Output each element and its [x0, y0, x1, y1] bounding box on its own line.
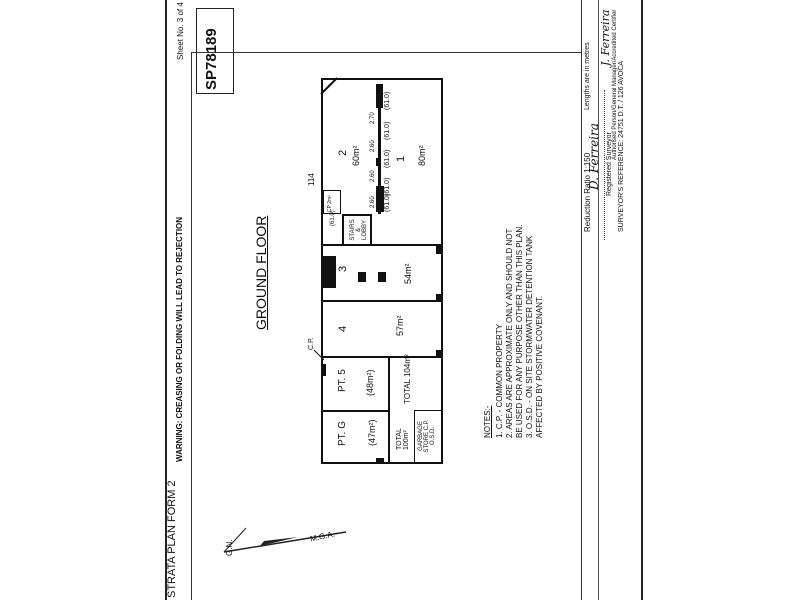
column [436, 246, 443, 254]
lot3-area: 54m² [403, 263, 413, 284]
lot1-number: 1 [395, 155, 407, 162]
cp-leader [313, 349, 325, 361]
height-3: (61.0) [384, 149, 391, 168]
column [376, 84, 383, 108]
plan-number: SP78189 [203, 28, 220, 90]
notes-heading: NOTES:- [483, 405, 492, 438]
column [376, 158, 381, 166]
stairs-lobby-label: STAIRS & LOBBY [350, 219, 368, 241]
height-1: (61.0) [384, 91, 391, 110]
dim-3: 2.60 [370, 170, 376, 182]
north-arrow [223, 527, 347, 553]
top-frame [191, 52, 581, 53]
note-3: 3. O.S.D. - ON SITE STORMWATER DETENTION… [525, 235, 534, 438]
sheet-number: Sheet No. 3 of 4 Sheets [176, 0, 185, 60]
lot4-number: 4 [337, 325, 349, 332]
lot6-total: TOTAL 100m² [396, 428, 410, 450]
sheet-border [165, 0, 643, 600]
garbage-store-label: GARBAGE STORE C.P. O.S.D. [418, 419, 436, 453]
grid-north-label: G.N. [225, 539, 234, 556]
lot1-area: 80m² [417, 145, 427, 166]
note-3b: AFFECTED BY POSITIVE COVENANT. [535, 295, 544, 438]
lot5-bottom [321, 410, 389, 412]
lots-12-bottom [321, 244, 443, 246]
lengths-note: Lengths are in metres [584, 42, 591, 110]
lot6-number: PT. G [337, 420, 348, 446]
lot5-number: PT. 5 [337, 369, 348, 392]
lot1-lot2-divider [378, 84, 381, 214]
column [436, 294, 443, 302]
inner-frame-left [191, 52, 192, 600]
authorised-title: Authorised Person/General Manager/Accred… [612, 9, 618, 160]
note-1: 1. C.P. - COMMON PROPERTY [495, 324, 504, 438]
lot3-number: 3 [337, 265, 349, 272]
form-title: STRATA PLAN FORM 2 [166, 480, 178, 598]
surveyor-signature: D. Ferreira [587, 123, 601, 190]
column [376, 186, 384, 212]
corner-chamfer [320, 77, 338, 95]
height-5: (61.0) [384, 193, 391, 212]
lot4-area: 57m² [395, 315, 405, 336]
lot6-area: (47m²) [367, 419, 377, 447]
note-2: 2. AREAS ARE APPROXIMATE ONLY AND SHOULD… [505, 228, 514, 438]
marker-114: 114 [307, 173, 316, 186]
column [376, 458, 384, 464]
cp-small-box [323, 190, 341, 214]
garbage-store-box [414, 410, 443, 464]
title-block-divider-2 [598, 0, 599, 600]
signature-line [604, 90, 605, 240]
lot2-area: 60m² [351, 145, 361, 166]
title-block-divider [581, 0, 582, 600]
column [323, 364, 326, 376]
column [436, 350, 443, 358]
stairs-lobby-box [342, 214, 372, 246]
lot4-bottom [321, 356, 443, 358]
column [358, 272, 366, 282]
authorised-signature: J. Ferreira [599, 9, 612, 66]
lot3-bottom [321, 300, 443, 302]
note-2b: BE USED FOR ANY PURPOSE OTHER THAN THIS … [515, 224, 524, 438]
column [323, 256, 336, 288]
surveyor-reference: SURVEYOR'S REFERENCE: 24751 D.T. / 126 A… [618, 60, 625, 232]
small-height: (61.0) [330, 210, 336, 226]
dim-2: 2.60 [370, 140, 376, 152]
dim-1: 2.70 [370, 112, 376, 124]
lot5-area: (48m²) [365, 369, 375, 397]
lot2-number: 2 [337, 149, 349, 156]
lot5-total: TOTAL 104m² [403, 354, 412, 404]
column [378, 272, 386, 282]
lot5-right [388, 356, 390, 464]
warning-text: WARNING: CREASING OR FOLDING WILL LEAD T… [175, 216, 184, 462]
height-2: (61.0) [384, 121, 391, 140]
floor-title: GROUND FLOOR [253, 215, 269, 330]
plan-number-box [196, 8, 234, 94]
